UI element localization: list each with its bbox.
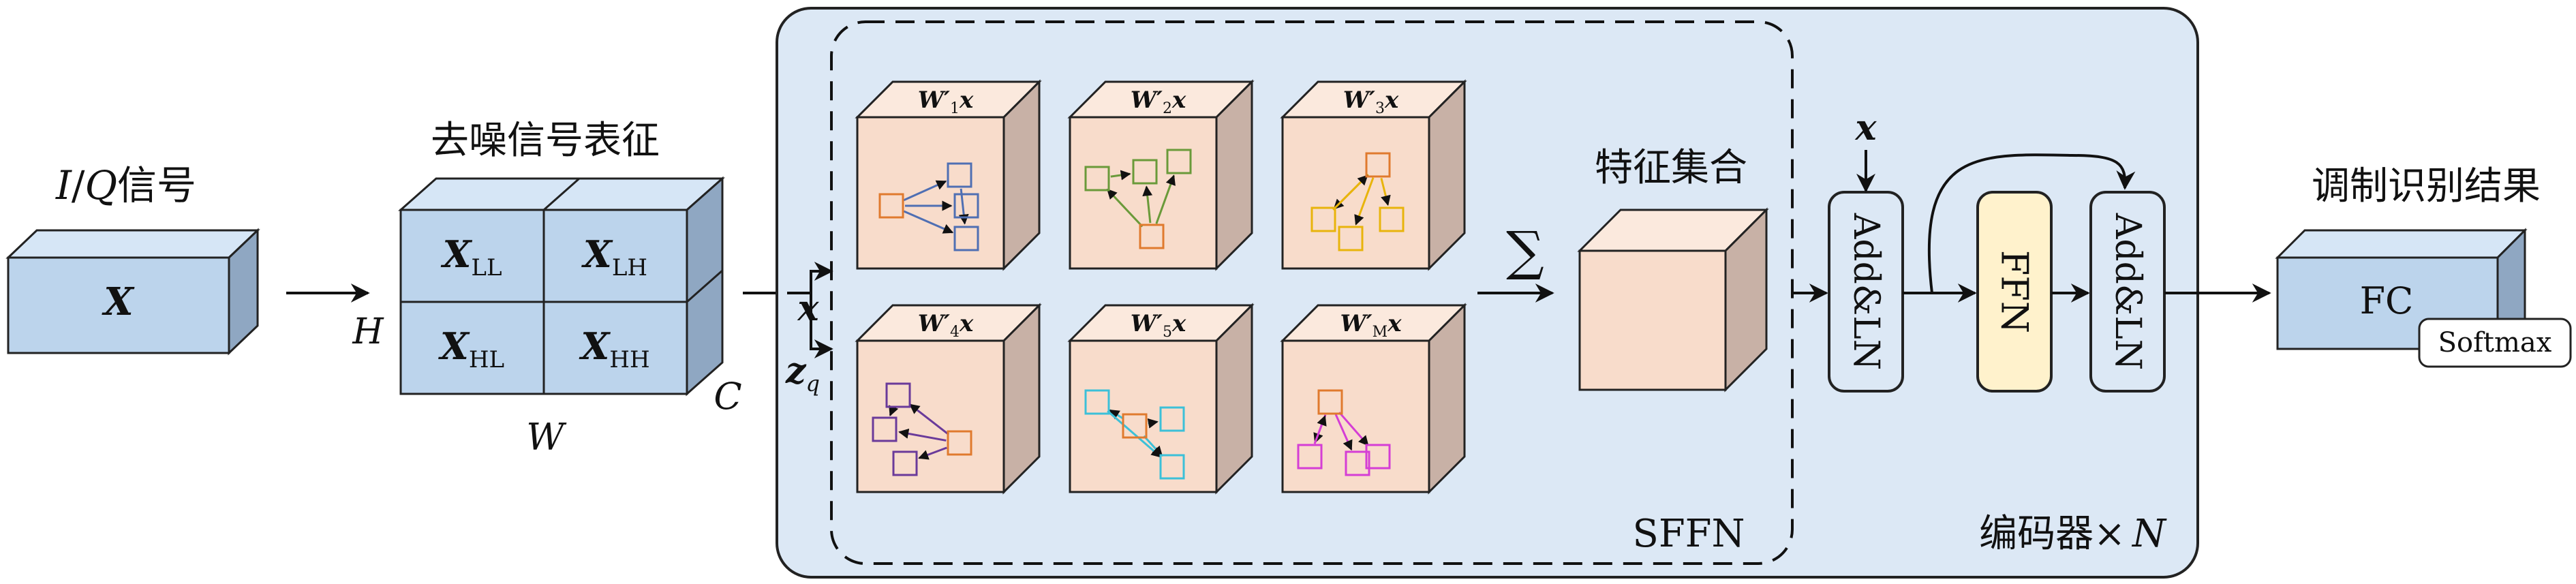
cube-6-weight-label: W′Mx (1340, 310, 1402, 341)
cube-3-node-3 (1338, 226, 1364, 251)
feature-set-title: 特征集合 (1595, 146, 1747, 190)
cube-3-weight-label: W′3x (1343, 87, 1399, 117)
cube-5-node-2 (1084, 389, 1110, 415)
sffn-cube-grid: W′1x W′2x W′3xW′4x W′5x W′Mx (855, 79, 1467, 495)
cube-4-edge-3 (918, 446, 947, 460)
output-title: 调制识别结果 (2312, 164, 2541, 209)
add-ln-block-1: Add&LN (1828, 191, 1904, 393)
cube-3-edge-2 (1354, 177, 1375, 226)
add-ln-2-label: Add&LN (2107, 213, 2148, 370)
sffn-cube-4: W′4x (855, 303, 1042, 495)
cube-5-node-3 (1159, 406, 1185, 432)
input-title: I/Q信号 (55, 162, 196, 209)
input-box: X (5, 228, 260, 356)
cube-1-edge-3 (903, 210, 954, 234)
cube-3-node-1 (1365, 152, 1391, 178)
sffn-label: SFFN (1632, 512, 1745, 556)
softmax-label: Softmax (2438, 327, 2552, 358)
cube-4-edge-2 (898, 428, 947, 442)
input-zq-label: zq (785, 350, 820, 397)
feature-set: 特征集合 (1577, 146, 1769, 393)
cell-x-hl: XHL (438, 324, 504, 373)
denoise-title: 去噪信号表征 (431, 119, 660, 163)
cell-x-ll: XLL (440, 232, 502, 281)
sffn-cube-1: W′1x (855, 79, 1042, 271)
cube-6-edge-4 (1313, 415, 1327, 444)
output-section: 调制识别结果 FC Softmax (2275, 164, 2572, 368)
cube-3-node-4 (1379, 206, 1405, 232)
cell-x-lh: XLH (581, 232, 647, 281)
cube-6-node-4 (1365, 444, 1391, 470)
cube-2-edge-3 (1155, 174, 1176, 224)
cube-1-node-4 (953, 226, 979, 251)
cube-2-edge-2 (1142, 185, 1153, 224)
cube-4-node-3 (872, 416, 898, 442)
cube-2-edge-1 (1106, 188, 1144, 228)
cube-1-node-1 (878, 193, 904, 219)
encoder-x-label: x (1854, 107, 1877, 149)
sum-symbol: ∑ (1506, 221, 1544, 282)
sffn-cube-6: W′Mx (1280, 303, 1467, 495)
cube-3-edge-4 (1332, 174, 1368, 211)
cube-6-edge-3 (1338, 412, 1369, 446)
cube-2-edge-4 (1110, 170, 1131, 181)
input-section: I/Q信号 X (5, 162, 260, 356)
cube-1-node-2 (947, 162, 972, 188)
encoder-label: 编码器×N (1979, 512, 2167, 556)
cube-4-node-4 (892, 450, 918, 476)
cube-5-edge-2 (1147, 418, 1159, 429)
cube-3-node-2 (1310, 206, 1336, 232)
softmax-box (2418, 318, 2572, 368)
cube-2-node-1 (1139, 224, 1165, 249)
cube-5-edge-1 (1109, 409, 1124, 420)
cell-x-hh: XHH (579, 324, 649, 373)
cube-2-node-3 (1132, 159, 1158, 185)
cube-6-edge-2 (1334, 414, 1353, 451)
cube-5-weight-label: W′5x (1131, 310, 1186, 341)
add-ln-block-2: Add&LN (2089, 191, 2166, 393)
cube-4-edge-4 (889, 405, 899, 416)
cube-6-node-3 (1345, 450, 1370, 476)
ffn-label: FFN (1993, 250, 2036, 333)
cube-1-node-3 (953, 193, 979, 219)
input-var-x: X (102, 279, 135, 324)
input-x-label: x (797, 288, 819, 329)
residual-connection (1927, 153, 2136, 294)
cube-2-node-2 (1084, 166, 1110, 191)
cube-4-edge-1 (909, 403, 950, 435)
cube-4-node-2 (885, 382, 911, 408)
cube-5-edge-4 (1107, 410, 1162, 458)
cube-5-node-1 (1122, 413, 1148, 439)
fc-label: FC (2360, 279, 2414, 322)
sffn-cube-2: W′2x (1067, 79, 1255, 271)
cube-1-weight-label: W′1x (918, 87, 974, 117)
cube-6-node-1 (1317, 389, 1343, 415)
cube-1-edge-1 (903, 180, 947, 202)
cube-3-edge-3 (1380, 178, 1391, 206)
dim-h-label: H (352, 311, 384, 352)
cube-6-node-2 (1297, 444, 1323, 470)
denoise-section: 去噪信号表征 XLL XLH XHL XHH W C (398, 119, 742, 459)
cube-2-weight-label: W′2x (1131, 87, 1186, 117)
sffn-cube-5: W′5x (1067, 303, 1255, 495)
sffn-inputs: x zq (785, 262, 833, 397)
sffn-cube-3: W′3x (1280, 79, 1467, 271)
add-ln-1-label: Add&LN (1845, 213, 1886, 370)
dim-c-label: C (714, 375, 741, 418)
cube-2-node-4 (1166, 149, 1192, 174)
cube-5-node-4 (1159, 454, 1185, 480)
dim-w-label: W (526, 416, 567, 459)
cube-4-weight-label: W′4x (918, 310, 974, 341)
cube-4-node-1 (947, 430, 972, 456)
ffn-block: FFN (1976, 191, 2053, 393)
